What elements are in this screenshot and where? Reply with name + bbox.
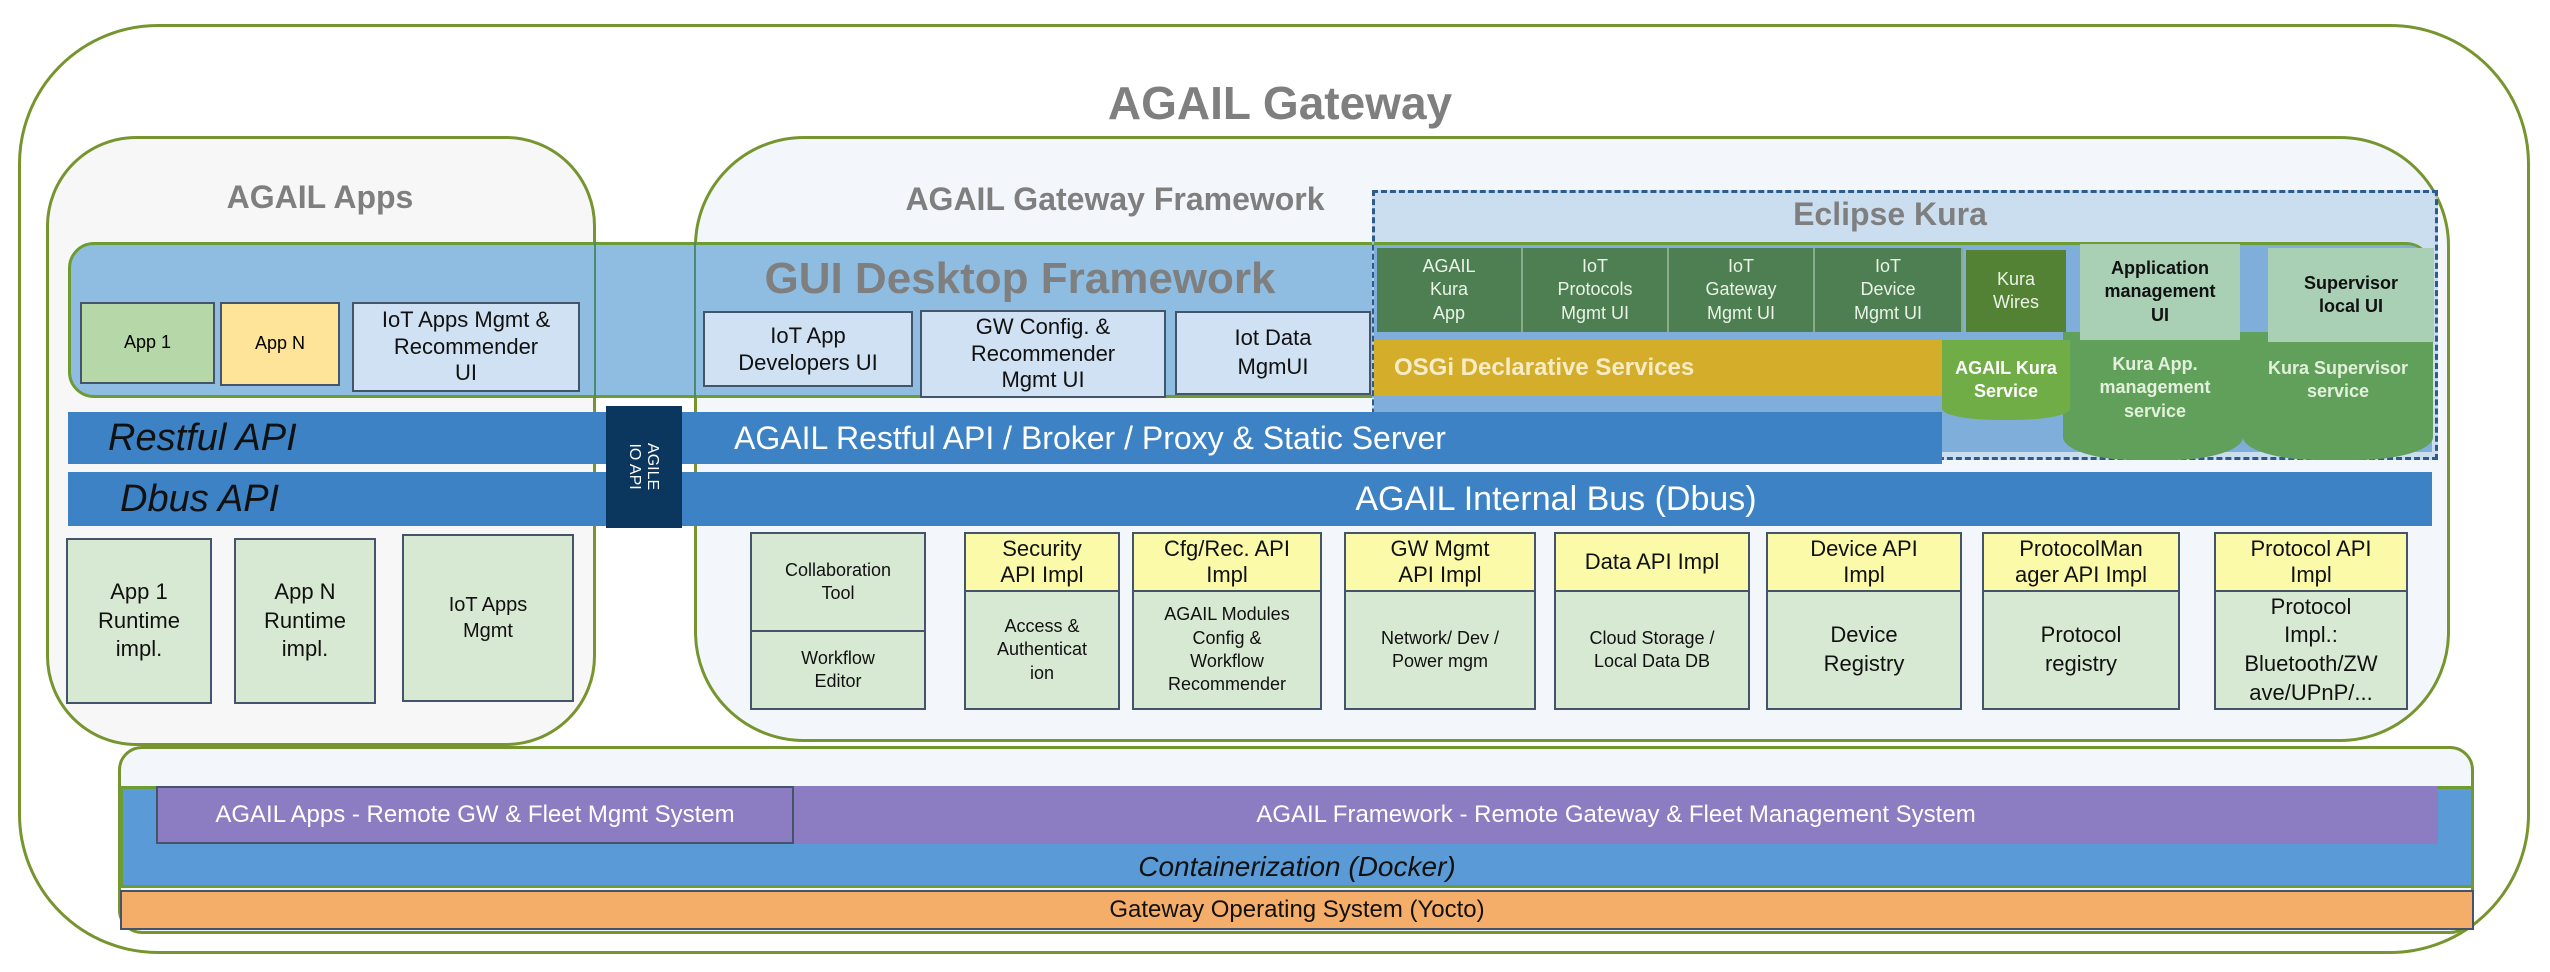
restful-api-bar-apps: Restful API xyxy=(68,412,608,464)
app-management-ui[interactable]: Application management UI xyxy=(2080,244,2240,340)
agail-kura-app[interactable]: AGAIL Kura App xyxy=(1377,248,1523,332)
band-divider xyxy=(594,242,596,398)
internal-bus-bar: AGAIL Internal Bus (Dbus) xyxy=(680,472,2432,526)
dbus-api-bar: Dbus API xyxy=(68,472,608,526)
module-api-impl[interactable]: Security API Impl xyxy=(964,532,1120,592)
agail-kura-service[interactable]: AGAIL Kura Service xyxy=(1942,340,2070,420)
module-implementation[interactable]: Cloud Storage / Local Data DB xyxy=(1554,590,1750,710)
apps-remote-mgmt[interactable]: AGAIL Apps - Remote GW & Fleet Mgmt Syst… xyxy=(156,786,794,844)
apps-title: AGAIL Apps xyxy=(226,178,414,215)
kura-supervisor-service[interactable]: Kura Supervisor service xyxy=(2267,357,2409,401)
module-implementation[interactable]: Device Registry xyxy=(1766,590,1962,710)
module-implementation[interactable]: Protocol Impl.: Bluetooth/ZW ave/UPnP/..… xyxy=(2214,590,2408,710)
iot-apps-mgmt-recommender-ui[interactable]: IoT Apps Mgmt & Recommender UI xyxy=(352,302,580,392)
restful-broker-label: AGAIL Restful API / Broker / Proxy & Sta… xyxy=(734,419,1446,456)
kura-app-mgmt-service[interactable]: Kura App. management service xyxy=(2099,353,2211,421)
osgi-declarative-services[interactable]: OSGi Declarative Services xyxy=(1374,340,1948,396)
gw-config-recommender-ui[interactable]: GW Config. & Recommender Mgmt UI xyxy=(920,310,1166,398)
module-api-impl[interactable]: Data API Impl xyxy=(1554,532,1750,592)
app-mgmt-service-bg xyxy=(2063,332,2243,460)
module-implementation[interactable]: Network/ Dev / Power mgm xyxy=(1344,590,1536,710)
workflow-editor[interactable]: Workflow Editor xyxy=(750,630,926,710)
dbus-api-label: Dbus API xyxy=(120,477,280,520)
gateway-os-label: Gateway Operating System (Yocto) xyxy=(1109,896,1485,923)
iot-device-mgmt-ui[interactable]: IoT Device Mgmt UI xyxy=(1815,248,1963,332)
iot-data-mgmt-ui[interactable]: Iot Data MgmUI xyxy=(1175,311,1371,395)
kura-wires[interactable]: Kura Wires xyxy=(1966,250,2066,332)
module-implementation[interactable]: AGAIL Modules Config & Workflow Recommen… xyxy=(1132,590,1322,710)
agile-io-api-label: AGILE IO API xyxy=(626,443,662,491)
gui-desktop-title: GUI Desktop Framework xyxy=(764,254,1276,303)
osgi-label: OSGi Declarative Services xyxy=(1394,354,1695,381)
app-1-runtime[interactable]: App 1 Runtime impl. xyxy=(66,538,212,704)
supervisor-service-bg xyxy=(2243,332,2433,460)
restful-api-label: Restful API xyxy=(108,416,297,459)
app-n-ui[interactable]: App N xyxy=(220,302,340,386)
module-implementation[interactable]: Access & Authenticat ion xyxy=(964,590,1120,710)
module-implementation[interactable]: Protocol registry xyxy=(1982,590,2180,710)
module-api-impl[interactable]: Protocol API Impl xyxy=(2214,532,2408,592)
containerization-docker: Containerization (Docker) xyxy=(120,848,2474,886)
app-1-ui[interactable]: App 1 xyxy=(80,302,215,384)
module-api-impl[interactable]: GW Mgmt API Impl xyxy=(1344,532,1536,592)
module-api-impl[interactable]: ProtocolMan ager API Impl xyxy=(1982,532,2180,592)
band-divider xyxy=(694,242,696,398)
collaboration-tool[interactable]: Collaboration Tool xyxy=(750,532,926,632)
iot-apps-mgmt[interactable]: IoT Apps Mgmt xyxy=(402,534,574,702)
gateway-title: AGAIL Gateway xyxy=(1107,77,1453,129)
agile-io-api[interactable]: AGILE IO API xyxy=(606,406,682,528)
iot-protocols-mgmt-ui[interactable]: IoT Protocols Mgmt UI xyxy=(1523,248,1669,332)
module-api-impl[interactable]: Cfg/Rec. API Impl xyxy=(1132,532,1322,592)
iot-app-developers-ui[interactable]: IoT App Developers UI xyxy=(703,311,913,387)
framework-title: AGAIL Gateway Framework xyxy=(905,180,1325,217)
internal-bus-label: AGAIL Internal Bus (Dbus) xyxy=(1355,479,1757,518)
kura-title: Eclipse Kura xyxy=(1793,195,1987,232)
framework-remote-mgmt[interactable]: AGAIL Framework - Remote Gateway & Fleet… xyxy=(794,786,2438,844)
gateway-os: Gateway Operating System (Yocto) xyxy=(120,890,2474,930)
containerization-label: Containerization (Docker) xyxy=(1138,851,1456,882)
restful-api-bar-framework: AGAIL Restful API / Broker / Proxy & Sta… xyxy=(680,412,1942,464)
framework-remote-mgmt-label: AGAIL Framework - Remote Gateway & Fleet… xyxy=(1256,801,1976,828)
iot-gateway-mgmt-ui[interactable]: IoT Gateway Mgmt UI xyxy=(1669,248,1815,332)
supervisor-local-ui[interactable]: Supervisor local UI xyxy=(2268,248,2434,342)
module-api-impl[interactable]: Device API Impl xyxy=(1766,532,1962,592)
apps-remote-mgmt-label: AGAIL Apps - Remote GW & Fleet Mgmt Syst… xyxy=(215,801,735,828)
app-n-runtime[interactable]: App N Runtime impl. xyxy=(234,538,376,704)
